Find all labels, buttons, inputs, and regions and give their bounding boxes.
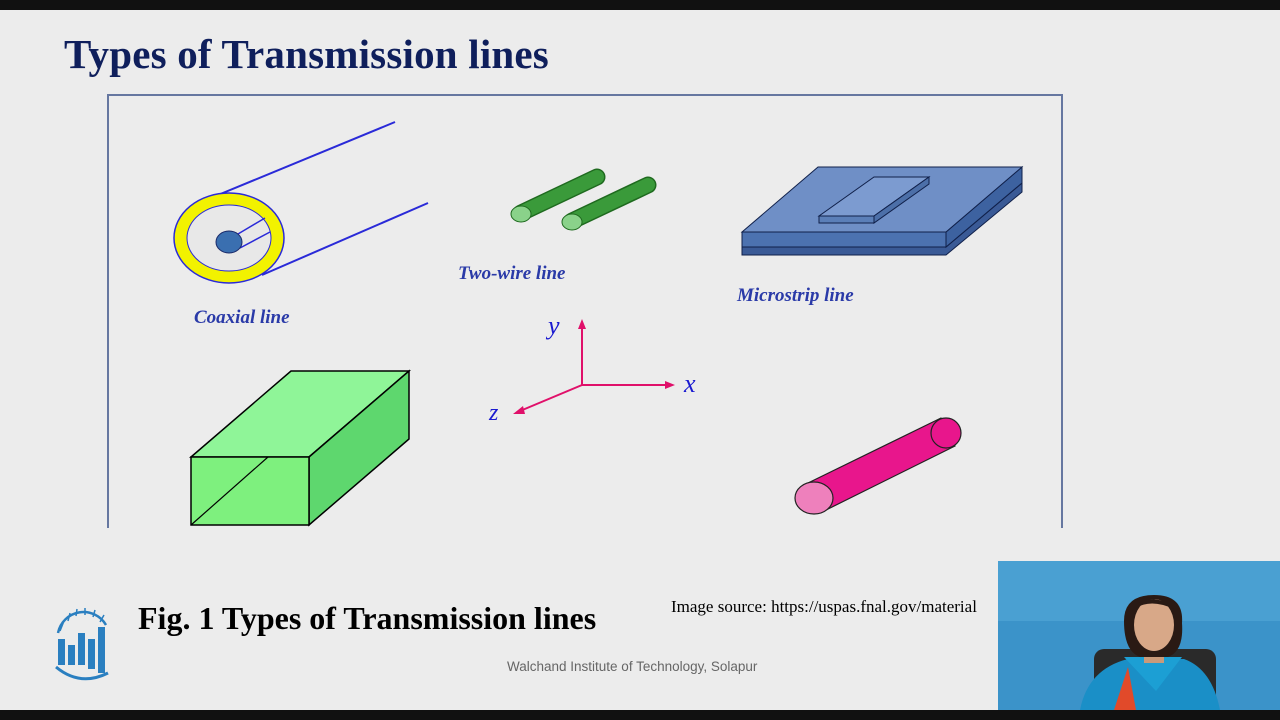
- z-axis: [519, 384, 583, 412]
- coaxial-line-label: Coaxial line: [194, 307, 290, 328]
- x-axis-label: x: [683, 369, 696, 398]
- microstrip-strip-front: [818, 215, 875, 224]
- presenter-video: [998, 561, 1280, 710]
- coaxial-line-diagram: [173, 121, 429, 284]
- top-letterbox-bar: [0, 0, 1280, 10]
- coordinate-axes: [513, 319, 675, 414]
- rectangular-waveguide-diagram: [188, 369, 412, 527]
- footer-institute: Walchand Institute of Technology, Solapu…: [507, 659, 758, 674]
- y-axis-label: y: [545, 311, 560, 340]
- coax-core-line-bottom: [239, 231, 271, 249]
- microstrip-substrate-front: [741, 231, 947, 248]
- figure-caption: Fig. 1 Types of Transmission lines: [138, 600, 597, 636]
- coax-outer-line-bottom: [261, 202, 429, 276]
- microstrip-line-label: Microstrip line: [736, 285, 854, 306]
- image-source-link[interactable]: Image source: https://uspas.fnal.gov/mat…: [671, 597, 977, 616]
- figure-frame: [107, 94, 1063, 528]
- presenter-face: [1134, 599, 1174, 651]
- coax-outer-line-top: [217, 121, 396, 196]
- wire-one: [514, 170, 604, 220]
- bottom-letterbox-bar: [0, 710, 1280, 720]
- wire-one-end: [510, 205, 532, 223]
- waveguide-front: [190, 456, 310, 526]
- fiber-end: [794, 481, 834, 515]
- two-wire-line-label: Two-wire line: [458, 263, 566, 284]
- wire-two: [565, 178, 655, 228]
- coax-inner-conductor: [215, 230, 243, 254]
- slide-title: Types of Transmission lines: [64, 31, 549, 77]
- institute-logo: [55, 608, 109, 681]
- z-axis-label: z: [488, 400, 499, 426]
- two-wire-line-diagram: [510, 168, 657, 231]
- coax-core-line-top: [237, 217, 266, 235]
- wire-two-end: [561, 213, 583, 231]
- presenter-figure: [998, 561, 1280, 710]
- microstrip-line-diagram: [740, 165, 1024, 256]
- optical-fiber-diagram: [794, 417, 962, 515]
